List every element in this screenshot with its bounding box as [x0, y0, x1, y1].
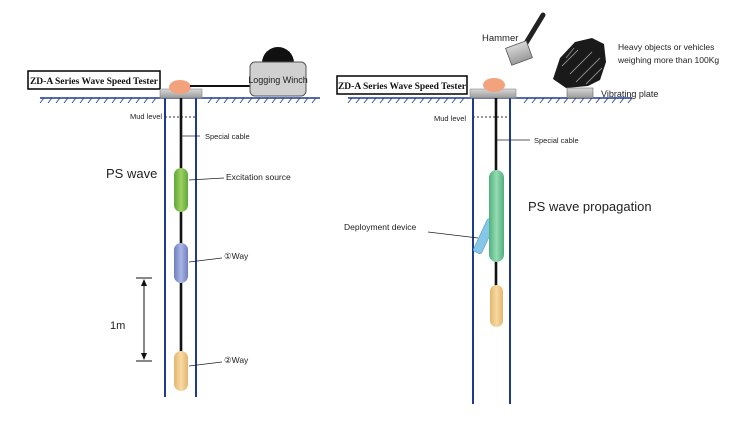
right-source-probe — [489, 170, 504, 262]
excitation-source-probe — [174, 168, 188, 212]
right-receiver-probe — [490, 285, 503, 327]
winch-label: Logging Winch — [248, 75, 308, 85]
left-tester-box — [27, 70, 161, 90]
deployment-device-label: Deployment device — [344, 222, 417, 232]
excitation-source-leader — [188, 177, 225, 181]
vibrating-plate-label: Vibrating plate — [601, 89, 658, 99]
winch-box — [249, 61, 307, 97]
way1-label: ①Way — [224, 251, 249, 261]
right-tester-knob — [483, 78, 505, 92]
way2-leader — [188, 361, 223, 367]
left-mud-level-label: Mud level — [130, 112, 162, 121]
way2-label: ②Way — [224, 355, 249, 365]
left-ground-hatch — [39, 97, 317, 104]
right-wave-title: PS wave propagation — [528, 199, 652, 214]
left-wave-title: PS wave — [106, 166, 157, 181]
way1-probe — [174, 243, 188, 283]
vibrating-plate — [566, 87, 594, 99]
heavy-object-rock — [553, 38, 606, 88]
left-special-cable-label: Special cable — [205, 132, 250, 141]
right-panel: ZD-A Series Wave Speed Tester Hammer Hea… — [336, 12, 719, 404]
way2-probe — [174, 351, 188, 391]
left-tester-knob — [169, 80, 191, 94]
right-ground-hatch — [347, 97, 633, 104]
hammer-label: Hammer — [482, 33, 518, 44]
excitation-source-label: Excitation source — [226, 172, 291, 182]
heavy-object-rock-texture — [561, 47, 603, 85]
deployment-device-leader — [427, 231, 479, 239]
right-mud-level-label: Mud level — [434, 114, 466, 123]
left-panel: ZD-A Series Wave Speed Tester Logging Wi… — [27, 47, 320, 397]
right-special-cable-label: Special cable — [534, 136, 579, 145]
way1-leader — [188, 257, 223, 263]
right-tester-box — [336, 75, 468, 95]
hammer-head — [505, 40, 533, 66]
left-tester-label: ZD-A Series Wave Speed Tester — [30, 77, 159, 87]
right-tester-label: ZD-A Series Wave Speed Tester — [338, 82, 467, 92]
spacing-label: 1m — [110, 320, 125, 332]
spacing-dimension — [136, 277, 152, 362]
heavy-objects-label-line1: Heavy objects or vehicles — [618, 42, 714, 52]
heavy-objects-label-line2: weighing more than 100Kg — [617, 55, 719, 65]
winch-drum — [262, 47, 294, 63]
